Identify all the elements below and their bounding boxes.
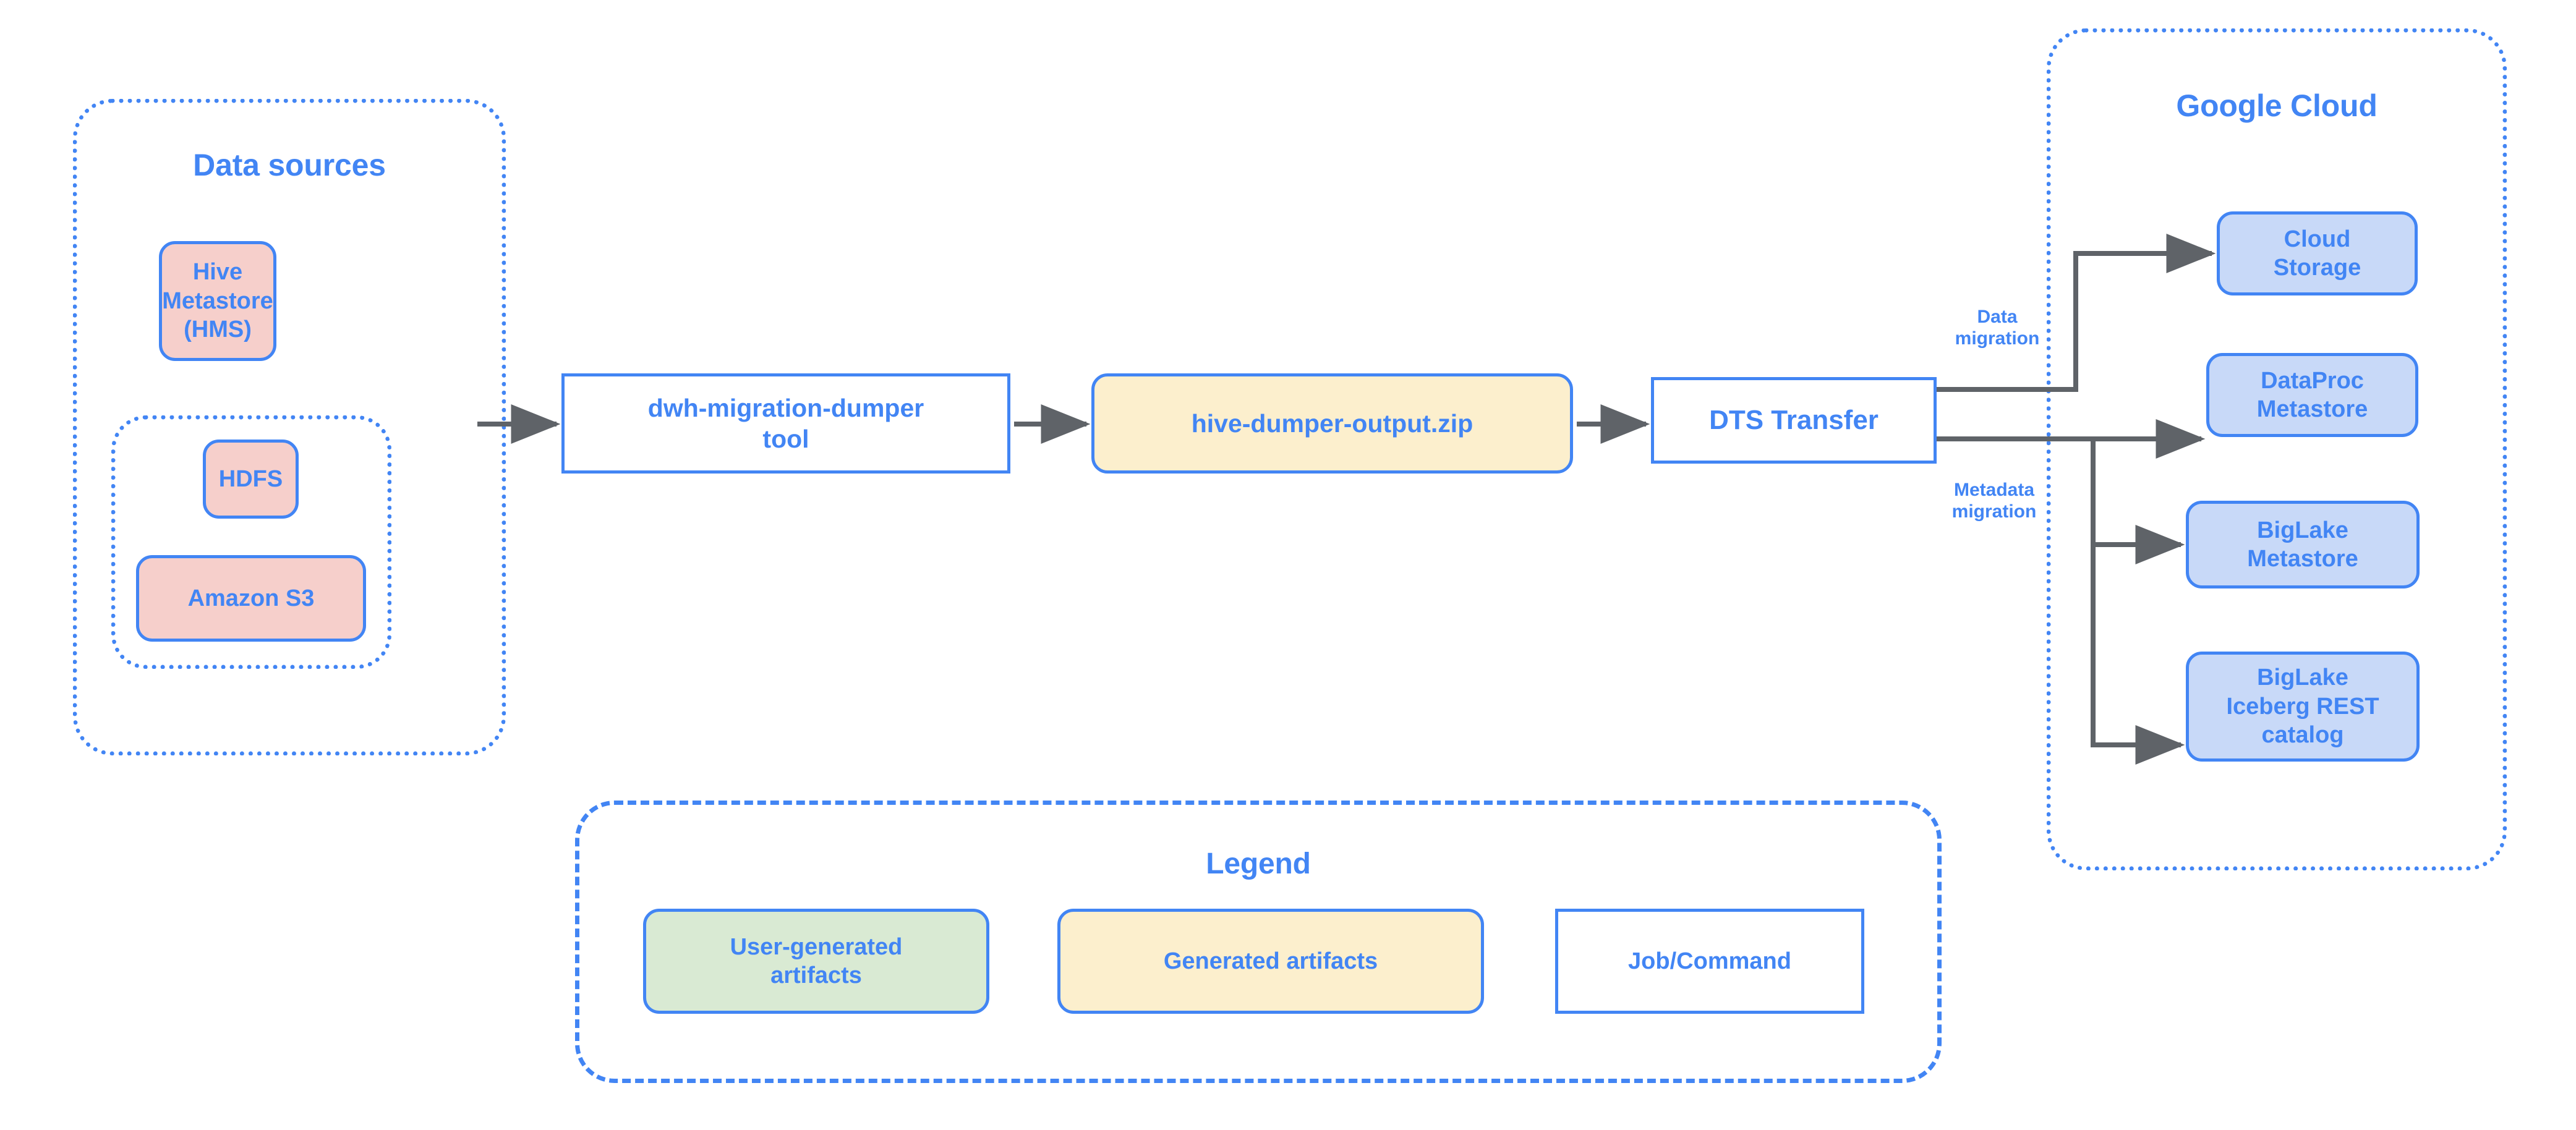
legend-swatch-user-generated-artifacts[interactable]: User-generated artifacts [643,909,989,1014]
node-dwh-migration-dumper-tool[interactable]: dwh-migration-dumper tool [561,373,1010,474]
node-hdfs[interactable]: HDFS [203,440,299,519]
node-cloud-storage-label: Cloud Storage [2273,226,2361,281]
node-dwh-migration-dumper-tool-label: dwh-migration-dumper tool [647,393,924,453]
node-biglake-metastore-label: BigLake Metastore [2247,517,2358,572]
legend-swatch-user-generated-artifacts-label: User-generated artifacts [730,933,903,988]
node-dts-transfer[interactable]: DTS Transfer [1651,377,1937,464]
legend-title: Legend [1206,848,1311,880]
node-hdfs-label: HDFS [218,465,283,492]
data-sources-storage-group [111,415,391,669]
data-sources-title: Data sources [193,148,386,182]
legend-swatch-job-command[interactable]: Job/Command [1555,909,1864,1014]
node-hive-metastore-label: Hive Metastore (HMS) [162,259,273,343]
node-cloud-storage[interactable]: Cloud Storage [2217,211,2418,295]
google-cloud-title: Google Cloud [2176,88,2378,123]
edge-label-metadata-migration: Metadata migration [1951,480,2037,522]
node-hive-metastore[interactable]: Hive Metastore (HMS) [159,241,276,361]
legend-swatch-generated-artifacts[interactable]: Generated artifacts [1057,909,1484,1014]
edge-label-data-migration: Data migration [1955,307,2040,349]
node-biglake-iceberg-rest-catalog[interactable]: BigLake Iceberg REST catalog [2186,652,2420,762]
legend-swatch-job-command-label: Job/Command [1628,948,1791,974]
node-biglake-metastore[interactable]: BigLake Metastore [2186,501,2420,588]
node-hive-dumper-output-zip-label: hive-dumper-output.zip [1191,409,1474,438]
google-cloud-group [2047,28,2507,870]
node-dts-transfer-label: DTS Transfer [1709,405,1879,436]
legend-swatch-generated-artifacts-label: Generated artifacts [1163,948,1378,974]
data-sources-group [73,99,506,755]
node-amazon-s3-label: Amazon S3 [187,585,315,611]
node-dataproc-metastore[interactable]: DataProc Metastore [2206,353,2418,437]
node-hive-dumper-output-zip[interactable]: hive-dumper-output.zip [1091,373,1573,474]
legend-group [575,801,1942,1083]
node-biglake-iceberg-rest-catalog-label: BigLake Iceberg REST catalog [2226,665,2379,749]
node-dataproc-metastore-label: DataProc Metastore [2256,367,2368,422]
node-amazon-s3[interactable]: Amazon S3 [136,555,366,642]
